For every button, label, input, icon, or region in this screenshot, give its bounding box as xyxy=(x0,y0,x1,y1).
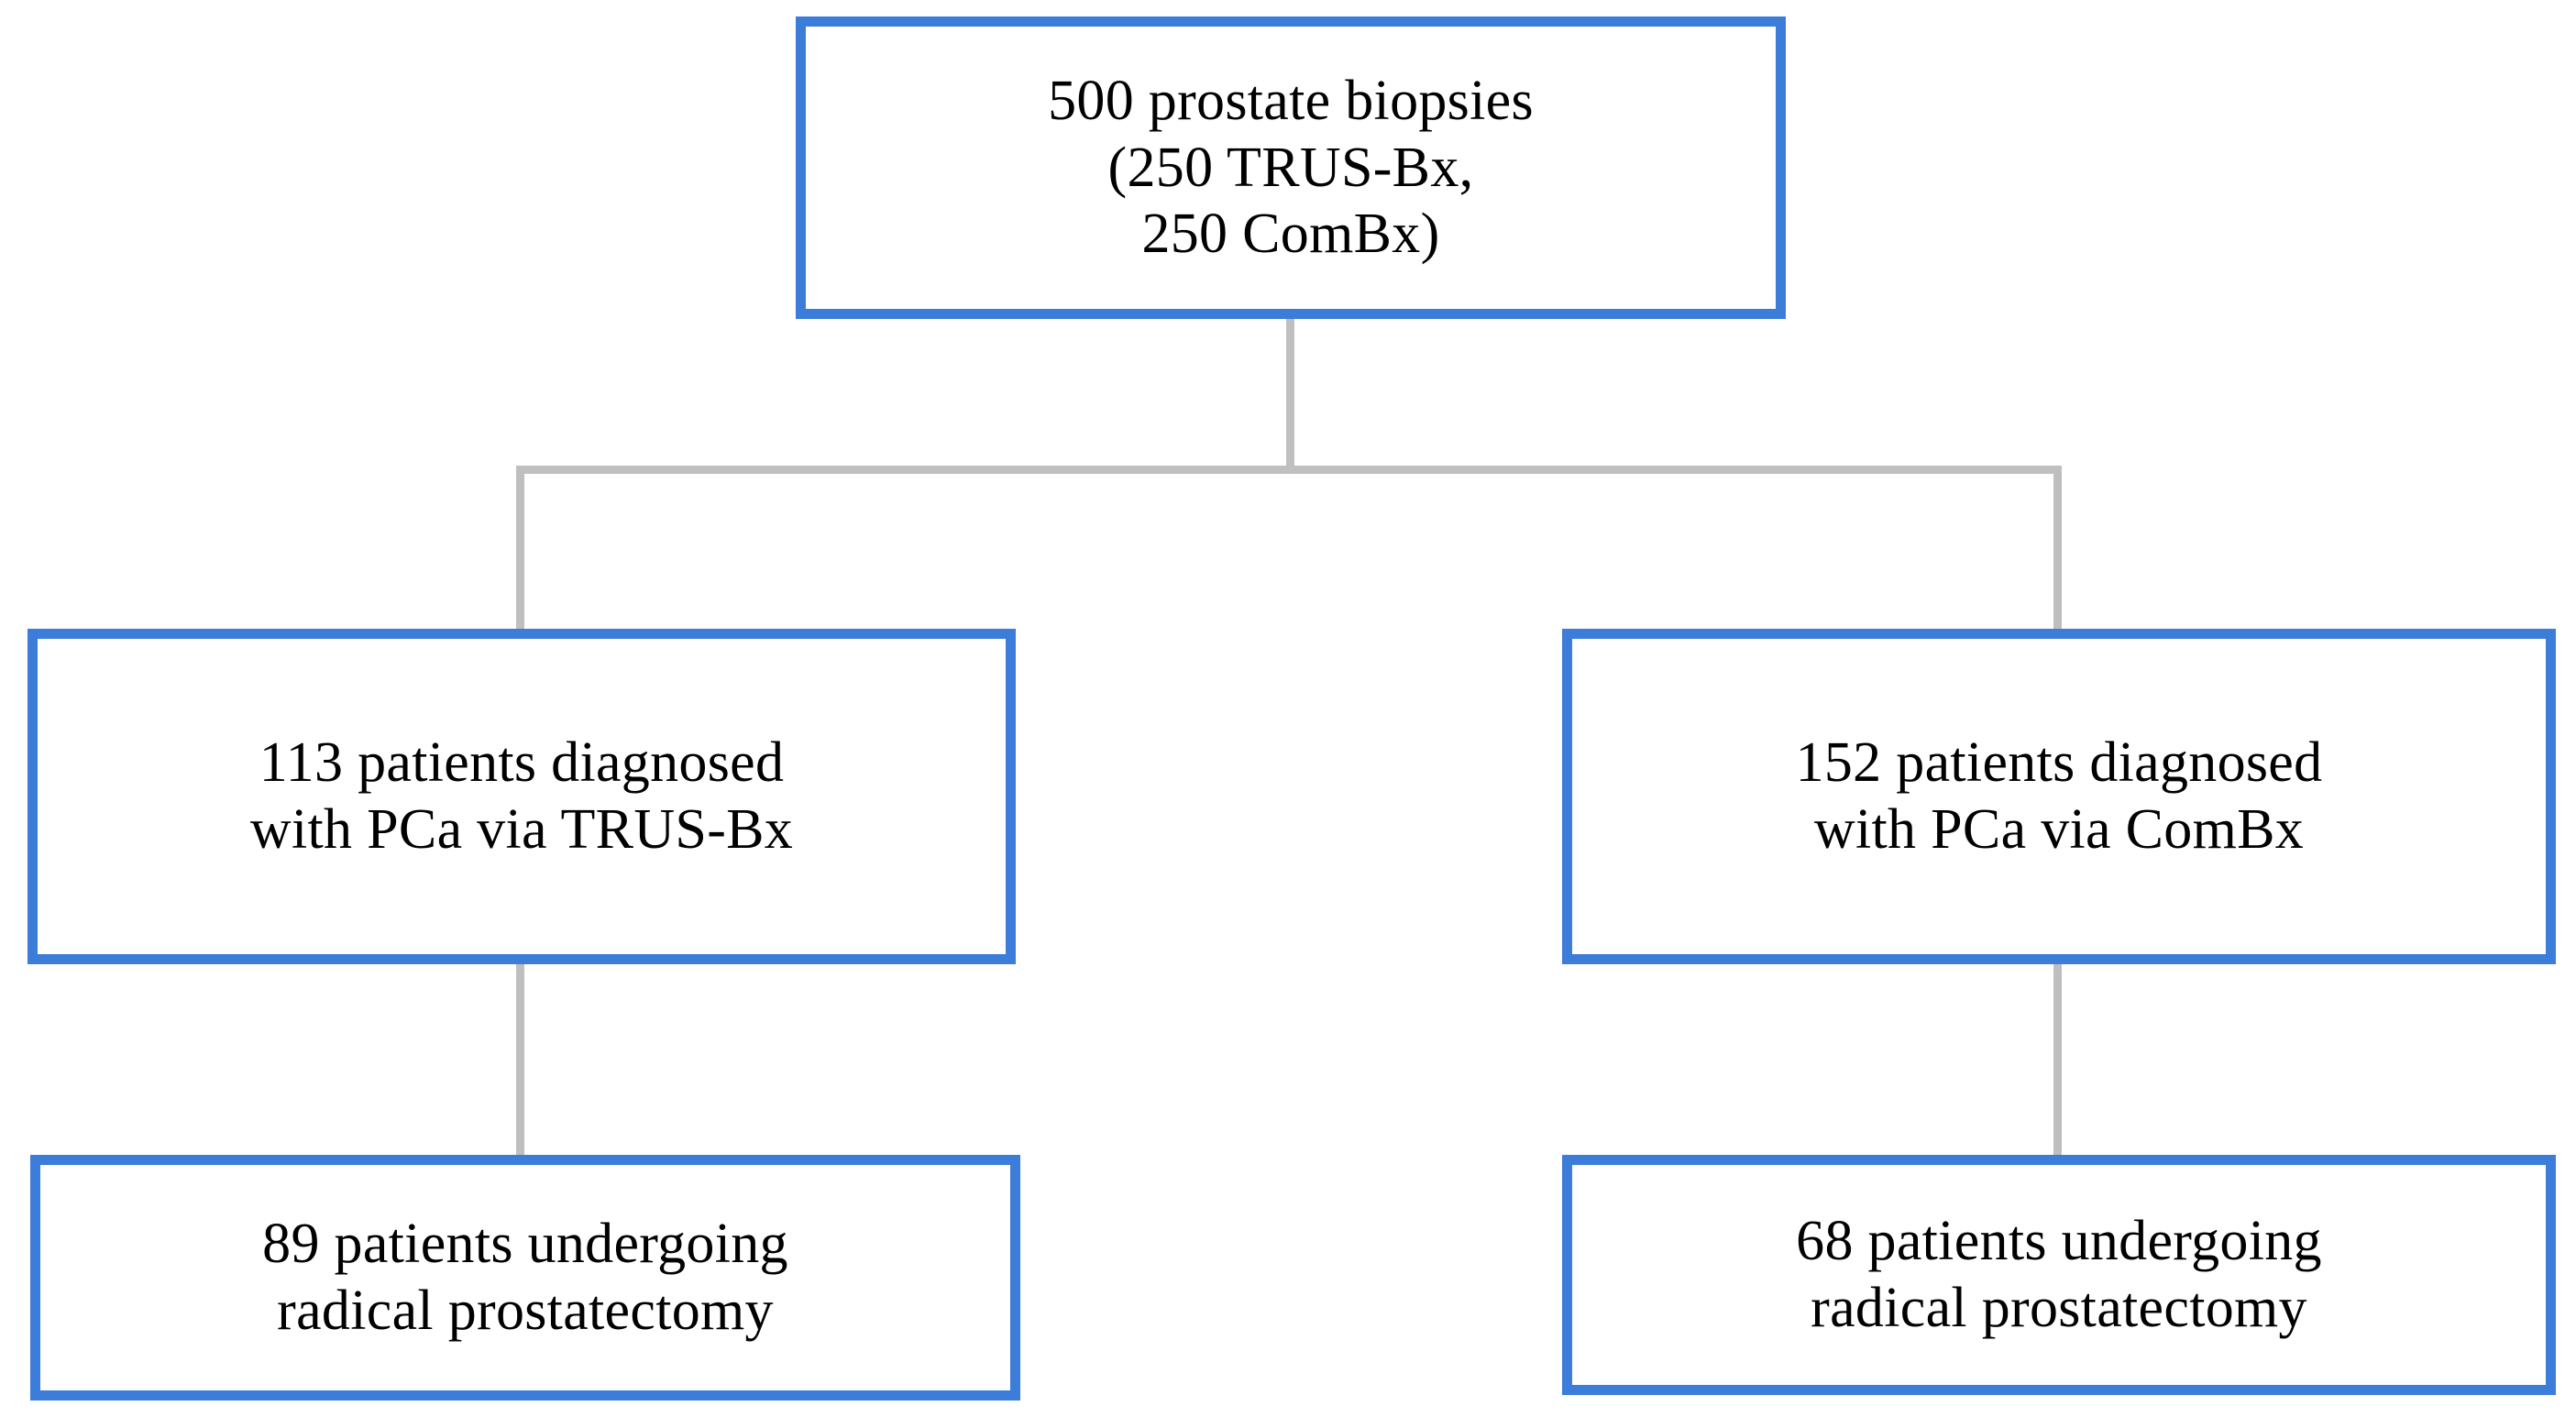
connector-split-bar xyxy=(516,466,2062,474)
connector-split-to-combx-dx xyxy=(2053,466,2062,632)
flow-node-trus-bx-prostatectomy-label: 89 patients undergoing radical prostatec… xyxy=(262,1213,788,1342)
flow-node-combx-diagnosed-label: 152 patients diagnosed with PCa via ComB… xyxy=(1795,731,2323,861)
flow-node-trus-bx-prostatectomy: 89 patients undergoing radical prostatec… xyxy=(30,1155,1020,1401)
flow-node-trus-bx-diagnosed-label: 113 patients diagnosed with PCa via TRUS… xyxy=(249,731,794,861)
connector-trus-dx-to-trus-rp xyxy=(516,961,524,1159)
flow-node-combx-diagnosed: 152 patients diagnosed with PCa via ComB… xyxy=(1562,629,2556,964)
flow-node-trus-bx-diagnosed: 113 patients diagnosed with PCa via TRUS… xyxy=(28,629,1016,964)
flow-node-total-biopsies-label: 500 prostate biopsies (250 TRUS-Bx, 250 … xyxy=(1048,70,1534,266)
connector-root-stem xyxy=(1286,315,1294,473)
flow-node-combx-prostatectomy: 68 patients undergoing radical prostatec… xyxy=(1562,1155,2556,1395)
connector-combx-dx-to-combx-rp xyxy=(2053,961,2062,1159)
flow-node-combx-prostatectomy-label: 68 patients undergoing radical prostatec… xyxy=(1796,1210,2322,1339)
connector-split-to-trus-dx xyxy=(516,466,524,632)
flow-node-total-biopsies: 500 prostate biopsies (250 TRUS-Bx, 250 … xyxy=(796,16,1786,319)
